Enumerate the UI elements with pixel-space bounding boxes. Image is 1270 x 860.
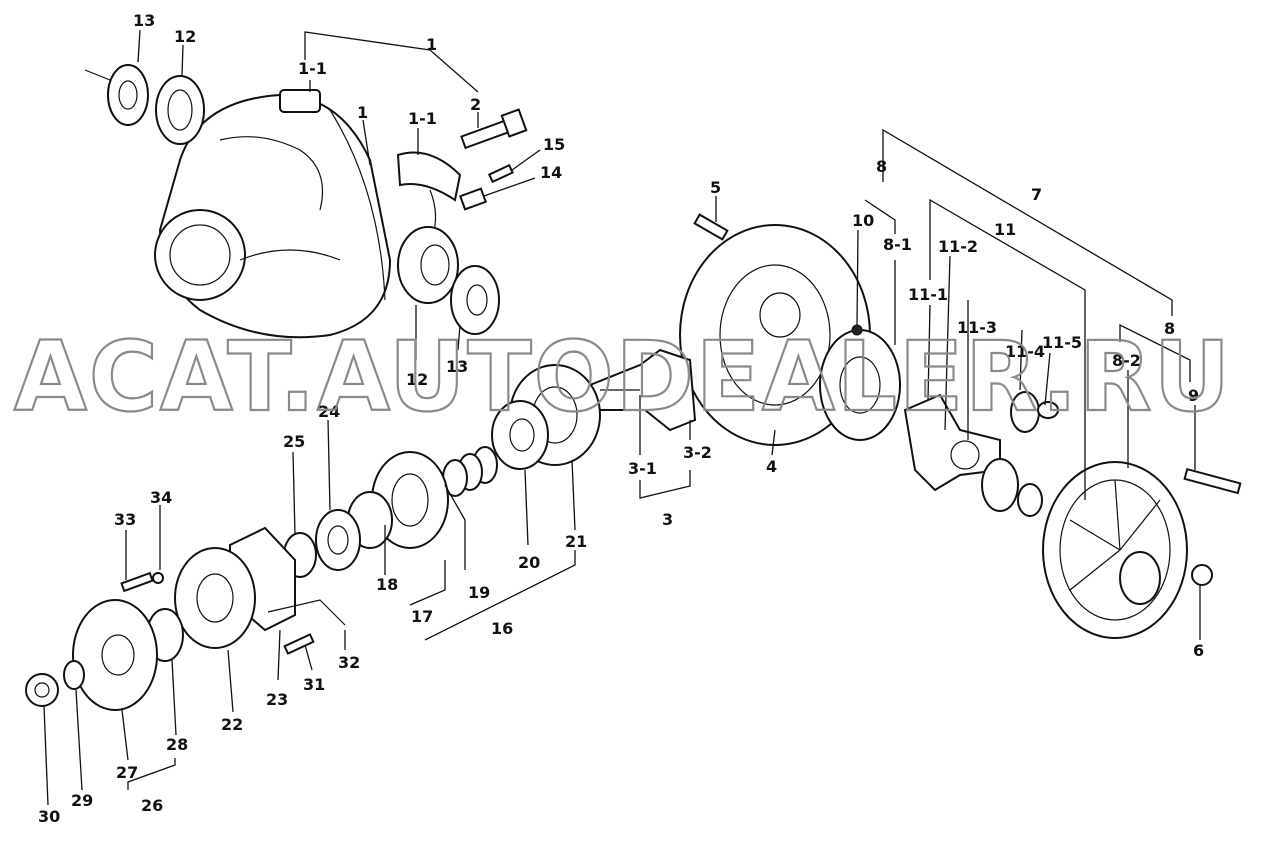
label-3-1: 3-1 — [628, 459, 657, 478]
label-29: 29 — [71, 791, 93, 810]
flange-nut-30-part — [25, 673, 59, 707]
label-15: 15 — [543, 135, 565, 154]
label-11-5: 11-5 — [1042, 333, 1082, 352]
ring-gear-bolt-5-part — [693, 213, 729, 241]
differential-case-right-part — [1042, 461, 1188, 639]
callout-labels: 13 12 1 1-1 2 1 1-1 15 14 12 13 5 8 7 10… — [38, 11, 1204, 826]
differential-housing-part — [154, 89, 392, 339]
label-19: 19 — [468, 583, 490, 602]
case-bolt-9-part — [1183, 467, 1242, 495]
label-32: 32 — [338, 653, 360, 672]
leader-lines — [43, 29, 1201, 806]
label-11-2: 11-2 — [938, 237, 978, 256]
label-3-2: 3-2 — [683, 443, 712, 462]
adjusting-nut-13-lower-part — [450, 265, 500, 335]
label-4: 4 — [766, 457, 777, 476]
label-27: 27 — [116, 763, 138, 782]
differential-case-left-part — [819, 324, 901, 441]
bearing-carrier-18-part — [347, 451, 449, 549]
drive-pinion-part — [588, 348, 697, 432]
label-12-top: 12 — [174, 27, 196, 46]
label-17: 17 — [411, 607, 433, 626]
cap-bolt-2-part — [460, 108, 528, 150]
label-11: 11 — [994, 220, 1016, 239]
case-nut-6-part — [1191, 564, 1213, 586]
label-30: 30 — [38, 807, 60, 826]
label-33: 33 — [114, 510, 136, 529]
label-1-mid: 1 — [357, 103, 368, 122]
label-14: 14 — [540, 163, 562, 182]
lock-plate-14-part — [458, 187, 488, 211]
label-1-1-top: 1-1 — [298, 59, 327, 78]
label-11-3: 11-3 — [957, 318, 997, 337]
label-18: 18 — [376, 575, 398, 594]
label-3: 3 — [662, 510, 673, 529]
label-23: 23 — [266, 690, 288, 709]
washer-29-part — [63, 660, 85, 690]
label-16: 16 — [491, 619, 513, 638]
watermark-text: ACAT.AUTODEALER.RU — [14, 321, 1232, 433]
bearing-20-part — [491, 400, 549, 470]
bolt-31-part — [283, 633, 315, 655]
label-11-1: 11-1 — [908, 285, 948, 304]
lock-bolt-15-part — [487, 163, 514, 184]
bearing-cap-part — [396, 151, 462, 239]
bearing-cover-22-part — [174, 547, 256, 649]
label-11-4: 11-4 — [1005, 342, 1045, 361]
label-26: 26 — [141, 796, 163, 815]
label-7: 7 — [1031, 185, 1042, 204]
label-8-1: 8-1 — [883, 235, 912, 254]
label-10: 10 — [852, 211, 874, 230]
label-31: 31 — [303, 675, 325, 694]
label-1-top: 1 — [426, 35, 437, 54]
label-8-2: 8-2 — [1112, 351, 1141, 370]
label-20: 20 — [518, 553, 540, 572]
label-13-top: 13 — [133, 11, 155, 30]
label-8-lower: 8 — [1164, 319, 1175, 338]
spider-gears-part — [903, 391, 1059, 517]
label-6: 6 — [1193, 641, 1204, 660]
bearing-12-top-part — [155, 75, 205, 145]
washer-34-part — [152, 572, 164, 584]
label-34: 34 — [150, 488, 172, 507]
adjusting-nut-13-top-part — [84, 64, 149, 126]
label-9: 9 — [1188, 386, 1199, 405]
companion-flange-27-part — [72, 599, 158, 711]
bracket-32-part — [267, 599, 346, 626]
label-2: 2 — [470, 95, 481, 114]
label-8-top: 8 — [876, 157, 887, 176]
label-22: 22 — [221, 715, 243, 734]
label-28: 28 — [166, 735, 188, 754]
shims-19-part — [442, 446, 498, 497]
label-24: 24 — [318, 402, 340, 421]
label-1-1-mid: 1-1 — [408, 109, 437, 128]
bearing-12-lower-part — [397, 226, 459, 304]
bearing-24-part — [315, 509, 361, 571]
label-21: 21 — [565, 532, 587, 551]
bolt-33-part — [120, 571, 154, 593]
label-5: 5 — [710, 178, 721, 197]
label-25: 25 — [283, 432, 305, 451]
label-13-lower: 13 — [446, 357, 468, 376]
label-12-lower: 12 — [406, 370, 428, 389]
